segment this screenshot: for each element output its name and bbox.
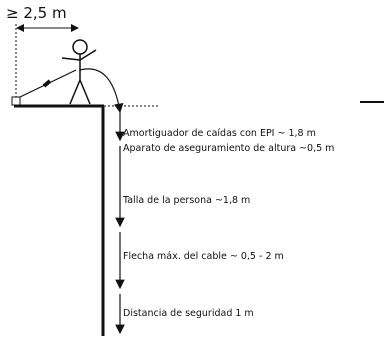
- person-figure: [61, 39, 97, 105]
- minimum-distance-label: ≥ 2,5 m: [6, 4, 67, 22]
- minimum-distance-dimension: ≥ 2,5 m: [6, 4, 79, 98]
- person-left-arm: [61, 57, 81, 61]
- clearance-labels: Amortiguador de caídas con EPI ~ 1,8 m A…: [122, 128, 334, 319]
- label-cable-sag: Flecha máx. del cable ~ 0,5 - 2 m: [123, 251, 284, 262]
- anchor-device-icon: [11, 96, 21, 106]
- anchor-and-lanyard: [11, 69, 77, 106]
- building-edge: [14, 104, 160, 336]
- person-left-leg: [69, 79, 81, 105]
- label-safety-distance: Distancia de seguridad 1 m: [123, 308, 254, 319]
- label-person-height: Talla de la persona ~1,8 m: [122, 195, 250, 206]
- person-right-arm: [79, 49, 97, 61]
- person-head: [72, 39, 88, 55]
- label-shock-absorber: Amortiguador de caídas con EPI ~ 1,8 m: [123, 128, 316, 139]
- shock-absorber-icon: [42, 79, 52, 88]
- label-height-safety-device: Aparato de aseguramiento de altura ~0,5 …: [123, 143, 334, 154]
- person-right-leg: [79, 79, 91, 105]
- fall-trajectory-arrow: [79, 68, 124, 114]
